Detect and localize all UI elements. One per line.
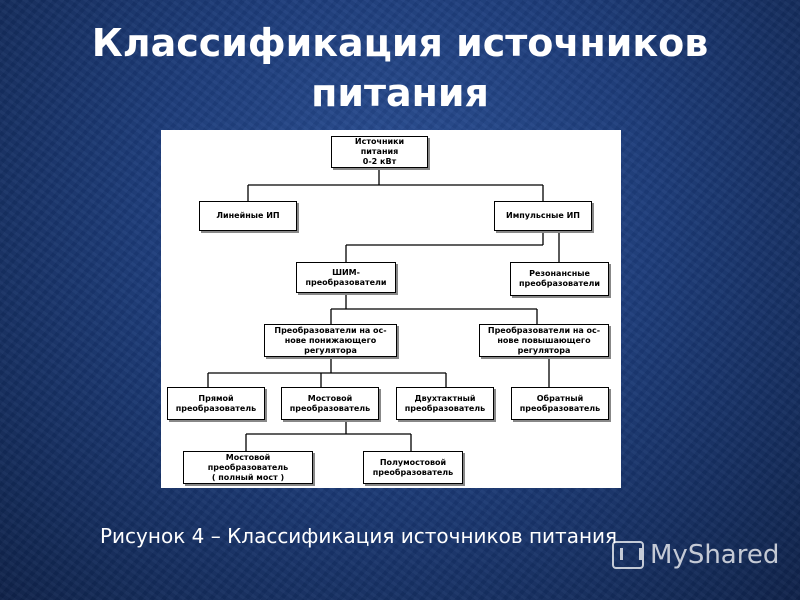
node-bridge-converter-label: Мостовой преобразователь	[289, 393, 371, 413]
node-resonant-converters-label: Резонансные преобразователи	[518, 269, 601, 288]
node-pulse-ps-label: Импульсные ИП	[506, 211, 580, 220]
node-full-bridge-converter: Мостовой преобразователь ( полный мост )	[183, 451, 313, 484]
node-boost-converters-label: Преобразователи на ос- нове повышающего …	[487, 325, 601, 355]
node-buck-converters: Преобразователи на ос- нове понижающего …	[264, 324, 397, 357]
node-half-bridge-converter: Полумостовой преобразователь	[363, 451, 463, 484]
connector-lines	[207, 167, 560, 451]
classification-diagram: Источники питания 0-2 кВт Линейные ИП Им…	[161, 130, 621, 488]
node-flyback-converter-label: Обратный преобразователь	[519, 393, 601, 413]
node-push-pull-converter: Двухтактный преобразователь	[396, 387, 494, 420]
node-resonant-converters: Резонансные преобразователи	[510, 262, 609, 296]
node-pwm-converters-label: ШИМ- преобразователи	[305, 267, 387, 287]
slide-title-line2: питания	[311, 71, 489, 115]
node-forward-converter-label: Прямой преобразователь	[175, 393, 257, 413]
node-full-bridge-converter-label: Мостовой преобразователь ( полный мост )	[207, 452, 289, 482]
node-push-pull-converter-label: Двухтактный преобразователь	[404, 393, 486, 413]
watermark-text: MyShared	[650, 540, 780, 570]
watermark: MyShared	[612, 540, 779, 570]
slide-title: Классификация источников питания	[0, 18, 800, 118]
node-boost-converters: Преобразователи на ос- нове повышающего …	[479, 324, 609, 357]
node-power-sources: Источники питания 0-2 кВт	[331, 136, 428, 168]
node-forward-converter: Прямой преобразователь	[167, 387, 265, 420]
node-buck-converters-label: Преобразователи на ос- нове понижающего …	[274, 325, 387, 355]
node-pwm-converters: ШИМ- преобразователи	[296, 262, 396, 293]
node-power-sources-label: Источники питания 0-2 кВт	[354, 137, 405, 166]
node-bridge-converter: Мостовой преобразователь	[281, 387, 379, 420]
myshared-logo-icon	[612, 541, 644, 569]
node-linear-ps: Линейные ИП	[199, 201, 297, 231]
node-pulse-ps: Импульсные ИП	[494, 201, 592, 231]
slide-title-line1: Классификация источников	[91, 21, 709, 65]
node-linear-ps-label: Линейные ИП	[216, 211, 280, 220]
node-half-bridge-converter-label: Полумостовой преобразователь	[372, 457, 454, 477]
node-flyback-converter: Обратный преобразователь	[511, 387, 609, 420]
figure-caption: Рисунок 4 – Классификация источников пит…	[100, 524, 618, 548]
